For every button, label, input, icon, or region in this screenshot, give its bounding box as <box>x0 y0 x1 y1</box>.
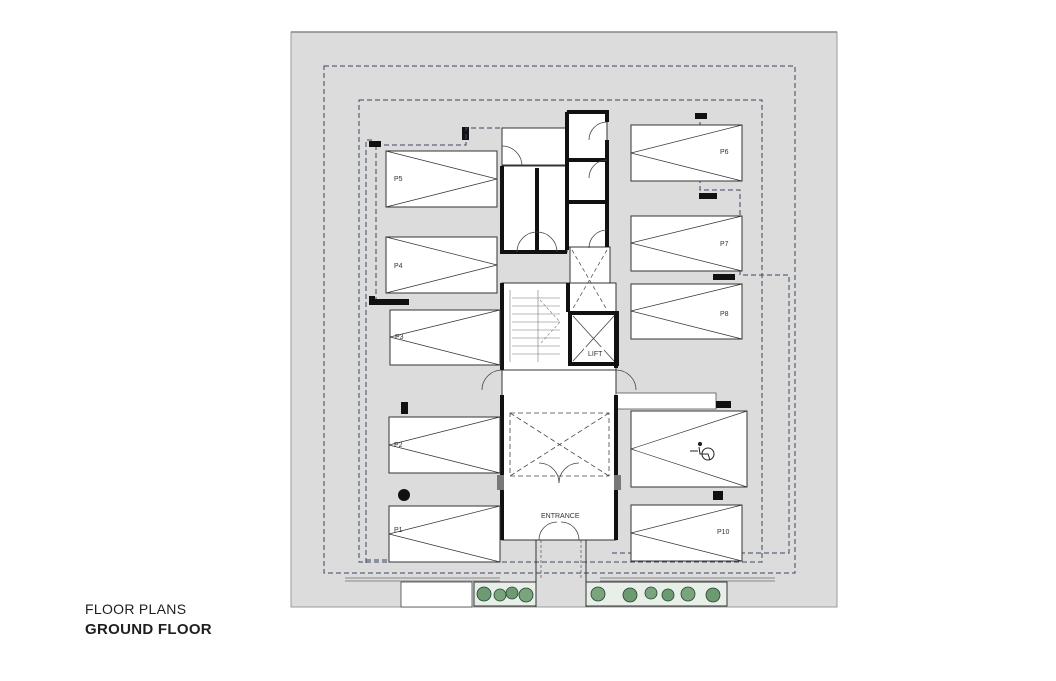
label-p3: P3 <box>395 334 404 341</box>
label-p7: P7 <box>720 241 729 248</box>
label-p8: P8 <box>720 311 729 318</box>
lift-label: LIFT <box>588 351 603 358</box>
parking-bay-p8 <box>630 283 743 340</box>
staircase <box>509 290 561 362</box>
lift <box>572 315 615 362</box>
plan-title: GROUND FLOOR <box>85 621 212 638</box>
column-marker <box>398 489 410 501</box>
parking-bays <box>385 124 748 563</box>
parking-bay-p10 <box>630 504 743 562</box>
planter-right <box>585 581 728 607</box>
service-shaft <box>571 249 608 311</box>
label-p5: P5 <box>394 176 403 183</box>
core-walls <box>500 110 619 540</box>
label-p6: P6 <box>720 149 729 156</box>
label-p10: P10 <box>717 529 730 536</box>
label-p4: P4 <box>394 263 403 270</box>
parking-bay-p3 <box>389 309 501 366</box>
label-p2: P2 <box>394 442 403 449</box>
door-swings <box>481 121 637 541</box>
wall-stubs <box>369 113 735 500</box>
parking-bay-p5 <box>385 150 498 208</box>
parking-bay-p1 <box>388 505 501 563</box>
wheelchair-icon <box>690 441 715 461</box>
parking-bay-p7 <box>630 215 743 272</box>
parking-bay-p9 <box>630 410 748 488</box>
planter-left <box>473 581 537 607</box>
parking-bay-p4 <box>385 236 498 294</box>
storage-box <box>400 581 473 608</box>
parking-bay-diagonals <box>385 124 748 563</box>
plan-subtitle: FLOOR PLANS <box>85 601 187 617</box>
lobby-dashed-cross <box>509 412 610 477</box>
entrance-label: ENTRANCE <box>541 513 580 520</box>
parking-bay-p6 <box>630 124 743 182</box>
dashed-boundary-lines <box>323 65 796 574</box>
label-p1: P1 <box>394 527 403 534</box>
parking-bay-p2 <box>388 416 501 474</box>
